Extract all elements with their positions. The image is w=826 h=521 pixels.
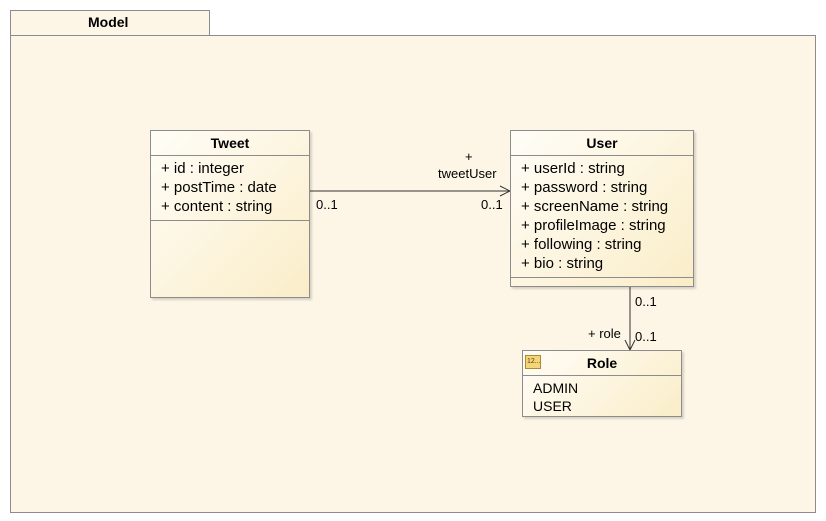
enum-literal[interactable]: ADMIN <box>533 380 579 396</box>
user-role-target-multiplicity: 0..1 <box>635 329 657 344</box>
attribute[interactable]: + content : string <box>161 198 273 215</box>
tweet-user-role-name: tweetUser <box>438 166 497 181</box>
enum-role-header: 12... Role <box>523 351 681 376</box>
package-tab[interactable]: Model <box>10 10 210 35</box>
class-tweet[interactable]: Tweet + id : integer + postTime : date +… <box>150 130 310 298</box>
class-user[interactable]: User + userId : string + password : stri… <box>510 130 694 287</box>
user-role-source-multiplicity: 0..1 <box>635 294 657 309</box>
enumeration-icon: 12... <box>525 355 541 369</box>
attribute[interactable]: + following : string <box>521 236 642 253</box>
attribute[interactable]: + password : string <box>521 179 648 196</box>
attribute[interactable]: + profileImage : string <box>521 217 666 234</box>
enum-role-literals: ADMIN USER <box>523 376 681 419</box>
enum-literal[interactable]: USER <box>533 398 572 414</box>
tweet-user-source-multiplicity: 0..1 <box>316 197 338 212</box>
attribute[interactable]: + postTime : date <box>161 179 277 196</box>
attribute[interactable]: + bio : string <box>521 255 604 272</box>
package-name: Model <box>88 14 129 30</box>
attribute[interactable]: + screenName : string <box>521 198 669 215</box>
enum-role[interactable]: 12... Role ADMIN USER <box>522 350 682 417</box>
class-user-attributes: + userId : string + password : string + … <box>511 156 693 278</box>
tweet-user-role-plus: + <box>465 149 473 164</box>
class-tweet-attributes: + id : integer + postTime : date + conte… <box>151 156 309 221</box>
enum-role-name: Role <box>586 355 618 371</box>
attribute[interactable]: + id : integer <box>161 160 244 177</box>
attribute[interactable]: + userId : string <box>521 160 625 177</box>
class-user-name: User <box>511 131 693 156</box>
tweet-user-target-multiplicity: 0..1 <box>481 197 503 212</box>
class-tweet-name: Tweet <box>151 131 309 156</box>
user-role-role-name: + role <box>588 326 621 341</box>
